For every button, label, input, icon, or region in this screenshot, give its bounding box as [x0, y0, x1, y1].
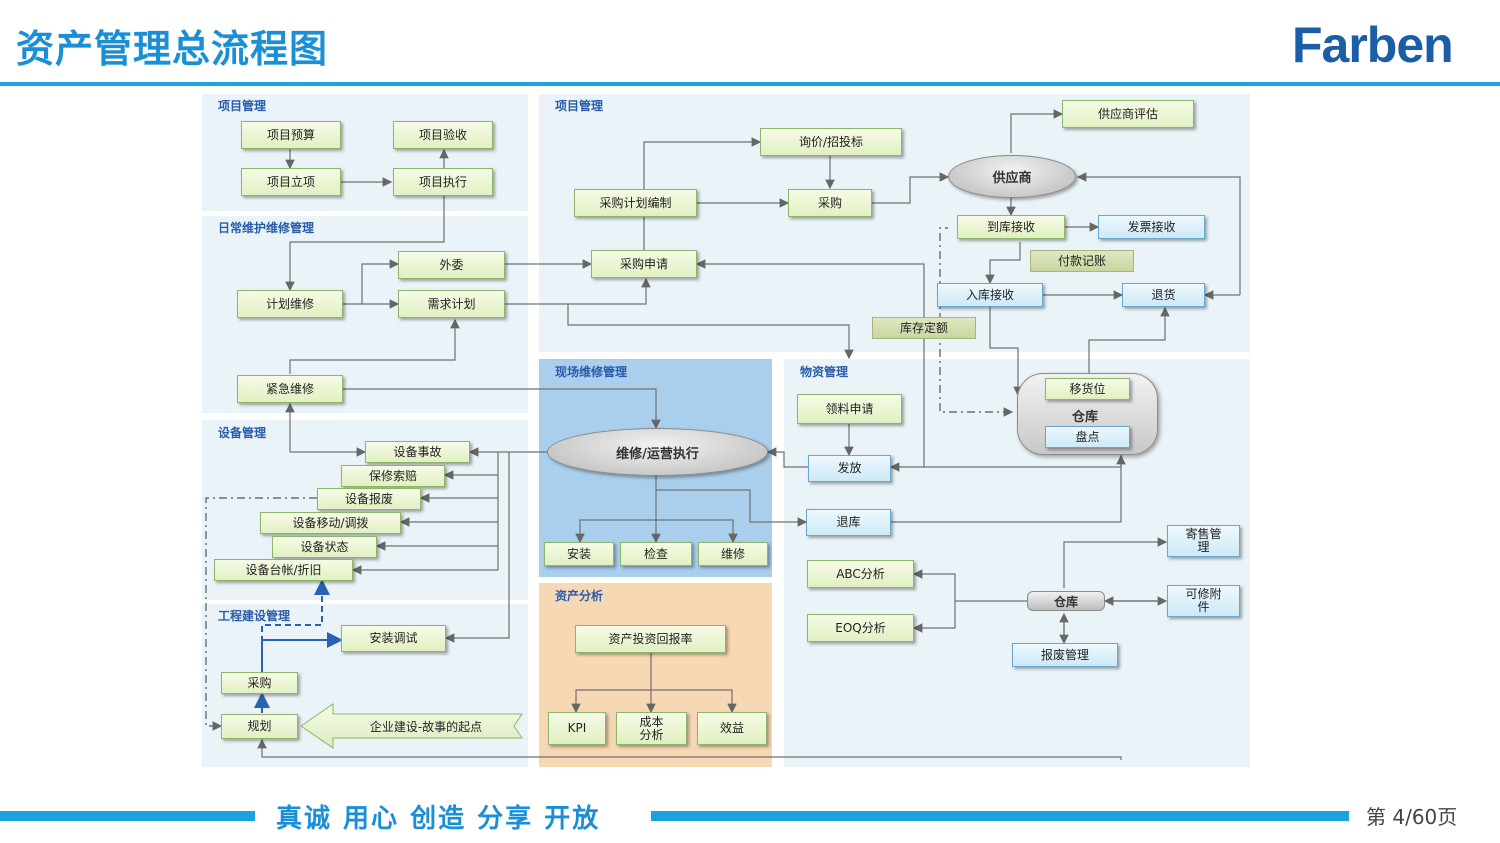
node-return-stock[interactable]: 退库 [806, 509, 891, 536]
node-equipment-scrap[interactable]: 设备报废 [317, 488, 421, 510]
footer-bar-left [0, 811, 255, 821]
node-repairable-parts[interactable]: 可修附件 [1167, 585, 1240, 617]
node-return-goods[interactable]: 退货 [1122, 283, 1205, 307]
header-divider [0, 82, 1500, 86]
origin-label: 企业建设-故事的起点 [369, 720, 483, 734]
node-issue[interactable]: 发放 [808, 455, 891, 482]
node-install[interactable]: 安装 [544, 542, 614, 566]
section-analysis: 资产分析 [555, 589, 604, 603]
node-purchase-left[interactable]: 采购 [221, 672, 298, 694]
node-warehouse-label: 仓库 [1072, 410, 1099, 425]
section-project-right: 项目管理 [555, 99, 604, 113]
section-project-left: 项目管理 [218, 99, 267, 113]
node-material-request[interactable]: 领料申请 [797, 394, 902, 424]
node-stock-quota[interactable]: 库存定额 [872, 317, 976, 339]
node-equipment-ledger[interactable]: 设备台帐/折旧 [214, 559, 353, 581]
footer-slogan: 真诚 用心 创造 分享 开放 [276, 804, 601, 834]
origin-arrow-shape [300, 703, 523, 749]
node-planning[interactable]: 规划 [221, 714, 298, 739]
node-arrival-receive[interactable]: 到库接收 [957, 215, 1065, 239]
node-emergency-repair[interactable]: 紧急维修 [237, 375, 343, 403]
node-warranty-claim[interactable]: 保修索赔 [341, 465, 445, 487]
node-demand-plan[interactable]: 需求计划 [398, 290, 505, 318]
node-purchase-right[interactable]: 采购 [788, 189, 872, 217]
node-outsource[interactable]: 外委 [398, 251, 505, 279]
farben-logo: Farben [1292, 17, 1454, 73]
node-consignment[interactable]: 寄售管理 [1167, 525, 1240, 557]
node-project-exec[interactable]: 项目执行 [393, 168, 493, 196]
node-eoq-analysis[interactable]: EOQ分析 [807, 614, 914, 642]
node-repair[interactable]: 维修 [698, 542, 768, 566]
node-abc-analysis[interactable]: ABC分析 [807, 560, 914, 588]
node-cost-analysis[interactable]: 成本分析 [616, 712, 687, 745]
node-asset-roi[interactable]: 资产投资回报率 [575, 625, 726, 653]
node-supplier[interactable]: 供应商 [948, 155, 1076, 198]
section-construction: 工程建设管理 [218, 609, 291, 623]
node-equipment-status[interactable]: 设备状态 [272, 536, 377, 558]
footer-bar-right [651, 811, 1349, 821]
node-payment-record[interactable]: 付款记账 [1030, 250, 1134, 272]
node-install-debug[interactable]: 安装调试 [341, 625, 446, 652]
node-benefit[interactable]: 效益 [697, 712, 767, 745]
node-project-accept[interactable]: 项目验收 [393, 121, 493, 149]
node-purchase-request[interactable]: 采购申请 [591, 250, 697, 278]
node-project-setup[interactable]: 项目立项 [241, 168, 341, 196]
section-equipment: 设备管理 [218, 426, 267, 440]
page-number: 第 4/60页 [1366, 805, 1458, 829]
section-field: 现场维修管理 [555, 365, 628, 379]
node-equipment-accident[interactable]: 设备事故 [365, 441, 470, 463]
node-inbound-receive[interactable]: 入库接收 [937, 283, 1043, 307]
node-move-location[interactable]: 移货位 [1045, 378, 1130, 400]
node-warehouse-small[interactable]: 仓库 [1027, 591, 1105, 611]
node-invoice-receive[interactable]: 发票接收 [1098, 215, 1205, 239]
node-inspect[interactable]: 检查 [620, 542, 692, 566]
node-maintenance-execution[interactable]: 维修/运营执行 [547, 428, 768, 476]
node-kpi[interactable]: KPI [548, 712, 606, 745]
page-title: 资产管理总流程图 [16, 27, 329, 71]
section-daily: 日常维护维修管理 [218, 221, 315, 235]
section-material: 物资管理 [800, 365, 849, 379]
node-supplier-eval[interactable]: 供应商评估 [1062, 100, 1194, 128]
node-inquiry-bidding[interactable]: 询价/招投标 [760, 128, 902, 156]
node-equipment-transfer[interactable]: 设备移动/调拨 [260, 512, 401, 534]
node-purchase-plan[interactable]: 采购计划编制 [574, 189, 697, 217]
node-scrap-management[interactable]: 报废管理 [1012, 643, 1118, 667]
node-plan-maintenance[interactable]: 计划维修 [237, 290, 343, 318]
node-project-budget[interactable]: 项目预算 [241, 121, 341, 149]
node-inventory-count[interactable]: 盘点 [1045, 426, 1130, 448]
